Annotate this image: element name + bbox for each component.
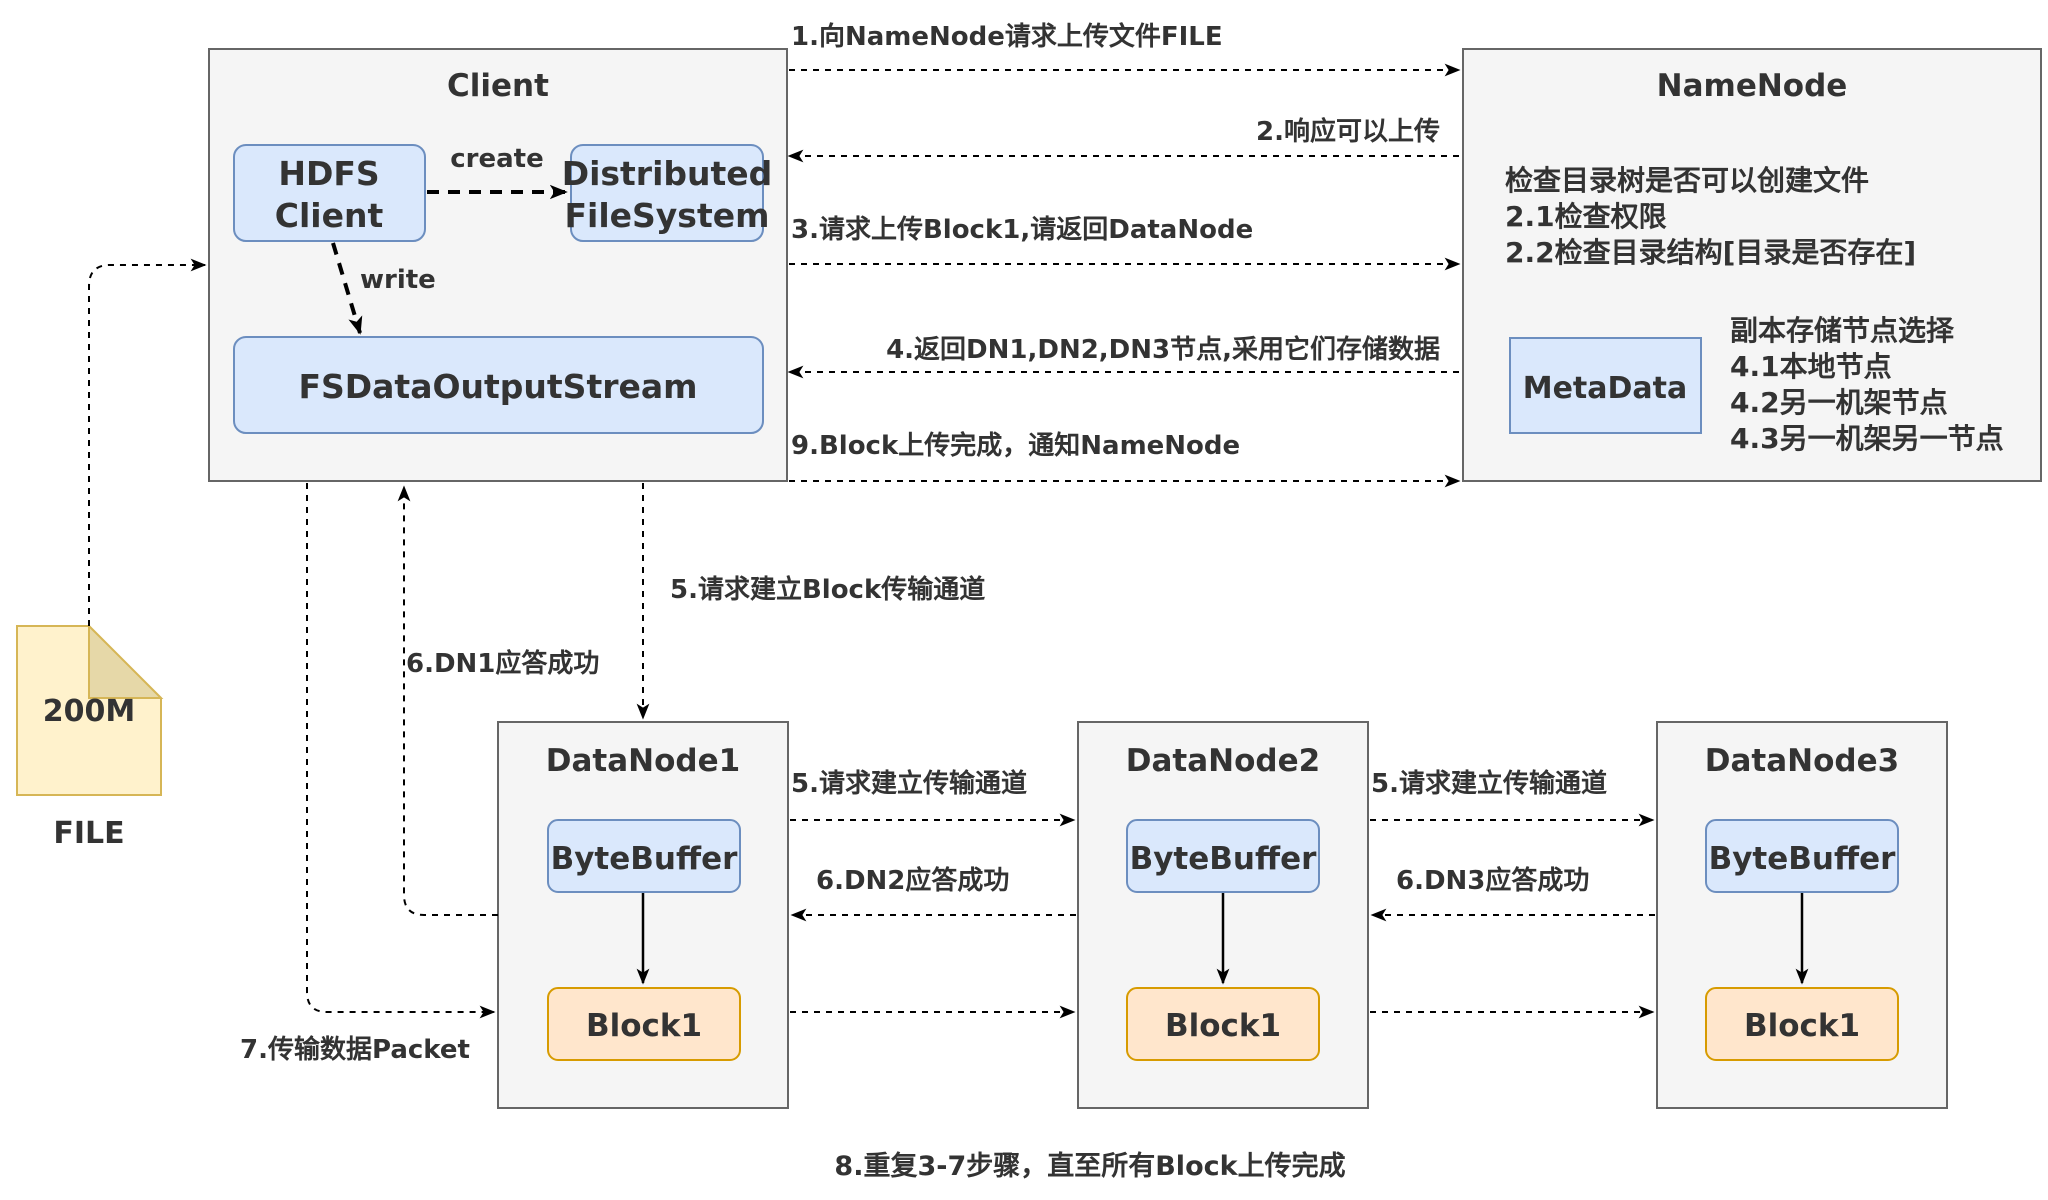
namenode-replica-notes: 副本存储节点选择 4.1本地节点 4.2另一机架节点 4.3另一机架另一节点 — [1730, 314, 2004, 455]
output-stream-label: FSDataOutputStream — [298, 367, 697, 406]
datanode2-title: DataNode2 — [1126, 743, 1320, 779]
namenode-box: NameNode — [1462, 48, 2042, 482]
distributed-fs-line1: Distributed — [562, 154, 773, 193]
file-to-client-arrow — [88, 258, 207, 626]
distributed-filesystem-box: Distributed FileSystem — [562, 144, 773, 242]
hdfs-client-line1: HDFS — [278, 154, 379, 193]
metadata-label: MetaData — [1523, 371, 1688, 406]
write-arrow — [331, 242, 363, 335]
datanode3-title: DataNode3 — [1705, 743, 1899, 779]
write-label: write — [360, 265, 436, 295]
datanode1-box: DataNode1 ByteBuffer Block1 — [497, 721, 789, 1109]
step8-note: 8.重复3-7步骤，直至所有Block上传完成 — [834, 1150, 1345, 1182]
namenode-title: NameNode — [1657, 68, 1848, 104]
datanode1-bytebuffer: ByteBuffer — [551, 841, 739, 877]
step6-dn1-arrow — [397, 485, 498, 916]
step6-dn2-label: 6.DN2应答成功 — [816, 865, 1009, 896]
hdfs-client-box: HDFS Client — [233, 144, 426, 242]
check-note-line2: 2.1检查权限 — [1505, 200, 1667, 233]
file-size-label: 200M — [43, 694, 135, 729]
namenode-check-notes: 检查目录树是否可以创建文件 2.1检查权限 2.2检查目录结构[目录是否存在] — [1505, 164, 1916, 269]
step6-dn1-label: 6.DN1应答成功 — [406, 648, 599, 679]
replica-note-line1: 副本存储节点选择 — [1730, 314, 1955, 347]
datanode1-block: Block1 — [586, 1008, 702, 1044]
step9-label: 9.Block上传完成，通知NameNode — [791, 430, 1240, 461]
step4-label: 4.返回DN1,DN2,DN3节点,采用它们存储数据 — [886, 334, 1440, 365]
replica-note-line4: 4.3另一机架另一节点 — [1730, 422, 2004, 455]
step3-label: 3.请求上传Block1,请返回DataNode — [791, 215, 1253, 245]
step7-arrow — [306, 483, 496, 1019]
step1-label: 1.向NameNode请求上传文件FILE — [791, 21, 1223, 52]
datanode2-block: Block1 — [1165, 1008, 1281, 1044]
file-icon: 200M — [16, 623, 164, 796]
replica-note-line3: 4.2另一机架节点 — [1730, 386, 1948, 419]
client-title: Client — [447, 68, 549, 104]
step7-label: 7.传输数据Packet — [240, 1034, 470, 1065]
datanode3-block: Block1 — [1744, 1008, 1860, 1044]
check-note-line1: 检查目录树是否可以创建文件 — [1505, 164, 1869, 197]
file-caption: FILE — [53, 816, 124, 851]
datanode2-box: DataNode2 ByteBuffer Block1 — [1077, 721, 1369, 1109]
fsdataoutputstream-box: FSDataOutputStream — [233, 336, 764, 434]
step6-dn3-label: 6.DN3应答成功 — [1396, 865, 1589, 896]
distributed-fs-line2: FileSystem — [564, 196, 769, 235]
replica-note-line2: 4.1本地节点 — [1730, 350, 1892, 383]
step5-dn12-label: 5.请求建立传输通道 — [791, 768, 1027, 799]
datanode3-box: DataNode3 ByteBuffer Block1 — [1656, 721, 1948, 1109]
datanode2-bytebuffer: ByteBuffer — [1130, 841, 1318, 877]
hdfs-client-line2: Client — [275, 196, 384, 235]
metadata-box: MetaData — [1509, 337, 1702, 434]
check-note-line3: 2.2检查目录结构[目录是否存在] — [1505, 236, 1916, 269]
step5-dn23-label: 5.请求建立传输通道 — [1371, 768, 1607, 799]
datanode3-bytebuffer: ByteBuffer — [1709, 841, 1897, 877]
datanode1-title: DataNode1 — [546, 743, 740, 779]
step5-pipeline-label: 5.请求建立Block传输通道 — [670, 574, 985, 605]
create-label: create — [450, 144, 543, 174]
step2-label: 2.响应可以上传 — [1256, 116, 1440, 147]
